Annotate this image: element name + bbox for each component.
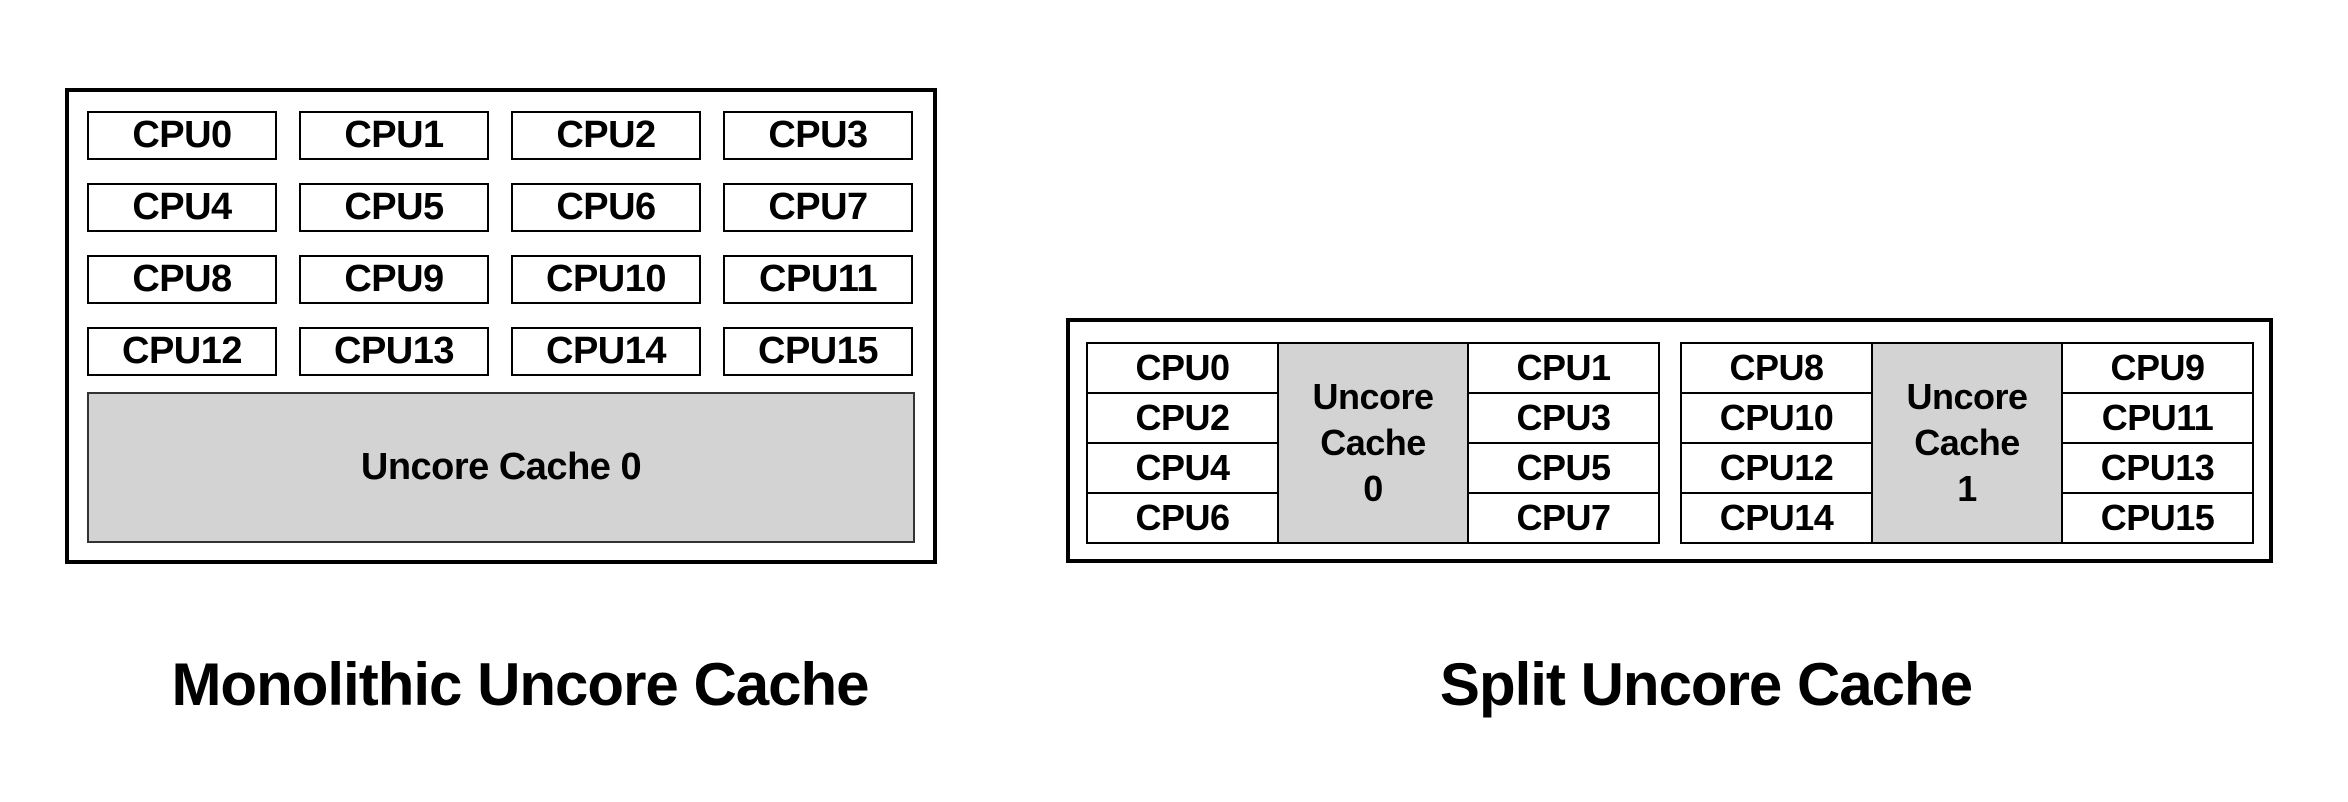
cpu13-box: CPU13 <box>299 327 489 376</box>
split-caption: Split Uncore Cache <box>1439 651 1973 718</box>
cpu8-cell: CPU8 <box>1682 344 1871 392</box>
cpu4-cell: CPU4 <box>1088 444 1277 492</box>
monolithic-caption: Monolithic Uncore Cache <box>171 651 869 718</box>
cpu5-cell: CPU5 <box>1469 444 1658 492</box>
cache-line: Cache <box>1914 422 2020 463</box>
monolithic-cpu-grid: CPU0 CPU1 CPU2 CPU3 CPU4 CPU5 CPU6 CPU7 … <box>87 111 915 376</box>
cpu10-cell: CPU10 <box>1682 394 1871 442</box>
cpu10-box: CPU10 <box>511 255 701 304</box>
cpu1-cell: CPU1 <box>1469 344 1658 392</box>
cache-line: 1 <box>1957 468 1977 509</box>
split-cluster-0: CPU0 CPU2 CPU4 CPU6 Uncore Cache 0 CPU1 … <box>1086 342 1660 544</box>
cpu7-cell: CPU7 <box>1469 494 1658 542</box>
cpu0-box: CPU0 <box>87 111 277 160</box>
cpu8-box: CPU8 <box>87 255 277 304</box>
cache-line: Cache <box>1320 422 1426 463</box>
cpu7-box: CPU7 <box>723 183 913 232</box>
cpu14-cell: CPU14 <box>1682 494 1871 542</box>
cpu12-box: CPU12 <box>87 327 277 376</box>
split-cluster-1: CPU8 CPU10 CPU12 CPU14 Uncore Cache 1 CP… <box>1680 342 2254 544</box>
cpu6-box: CPU6 <box>511 183 701 232</box>
cpu11-cell: CPU11 <box>2063 394 2252 442</box>
uncore-cache-0-box: Uncore Cache 0 <box>87 392 915 543</box>
cpu13-cell: CPU13 <box>2063 444 2252 492</box>
cpu6-cell: CPU6 <box>1088 494 1277 542</box>
cpu9-cell: CPU9 <box>2063 344 2252 392</box>
cpu14-box: CPU14 <box>511 327 701 376</box>
cpu15-cell: CPU15 <box>2063 494 2252 542</box>
cpu3-box: CPU3 <box>723 111 913 160</box>
cache-line: Uncore <box>1312 376 1434 417</box>
cpu9-box: CPU9 <box>299 255 489 304</box>
cpu0-cell: CPU0 <box>1088 344 1277 392</box>
monolithic-chip-box: CPU0 CPU1 CPU2 CPU3 CPU4 CPU5 CPU6 CPU7 … <box>65 88 937 564</box>
cache-line: 0 <box>1363 468 1383 509</box>
split-chip-box: CPU0 CPU2 CPU4 CPU6 Uncore Cache 0 CPU1 … <box>1066 318 2273 563</box>
cpu1-box: CPU1 <box>299 111 489 160</box>
uncore-cache-0-cell: Uncore Cache 0 <box>1279 344 1467 542</box>
cache-line: Uncore <box>1906 376 2028 417</box>
uncore-cache-1-cell: Uncore Cache 1 <box>1873 344 2061 542</box>
cpu15-box: CPU15 <box>723 327 913 376</box>
cpu5-box: CPU5 <box>299 183 489 232</box>
cpu12-cell: CPU12 <box>1682 444 1871 492</box>
cpu3-cell: CPU3 <box>1469 394 1658 442</box>
cpu2-box: CPU2 <box>511 111 701 160</box>
cpu4-box: CPU4 <box>87 183 277 232</box>
cpu2-cell: CPU2 <box>1088 394 1277 442</box>
cpu11-box: CPU11 <box>723 255 913 304</box>
